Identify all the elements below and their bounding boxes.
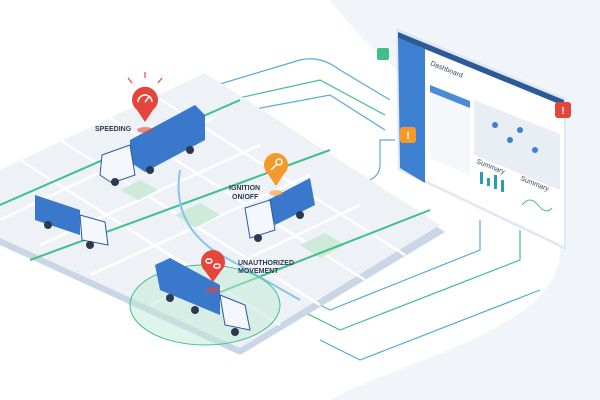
- ignition-alert-pin: [264, 153, 288, 196]
- summary-line-chart: [521, 199, 553, 212]
- unauthorized-label-line1: UNAUTHORIZED: [238, 260, 294, 267]
- bell-alert-badge: !: [555, 102, 571, 118]
- dashboard-sidebar: [398, 38, 425, 183]
- speeding-label: SPEEDING: [95, 126, 132, 133]
- svg-text:!: !: [406, 131, 409, 142]
- key-icon: [270, 158, 283, 171]
- truck-parked: [35, 195, 109, 249]
- truck-unauthorized: [155, 258, 251, 336]
- ignition-label-line2: ON/OFF: [232, 194, 259, 201]
- truck-ignition: [244, 178, 315, 242]
- unauthorized-label-line2: MOVEMENT: [238, 268, 279, 275]
- summary-bar-chart: [480, 172, 504, 192]
- orange-alert-badge: !: [400, 127, 416, 143]
- ignition-label-line1: IGNITION: [229, 185, 260, 192]
- dashboard-monitor: Dashboard Summary Summary: [396, 28, 566, 250]
- speedometer-icon: [137, 94, 153, 103]
- unauthorized-alert-pin: [201, 250, 226, 293]
- broken-link-icon: [205, 258, 221, 269]
- truck-speeding: [99, 105, 205, 186]
- signal-icon: [377, 48, 389, 60]
- speeding-alert-pin: [127, 72, 163, 133]
- svg-text:!: !: [561, 106, 564, 117]
